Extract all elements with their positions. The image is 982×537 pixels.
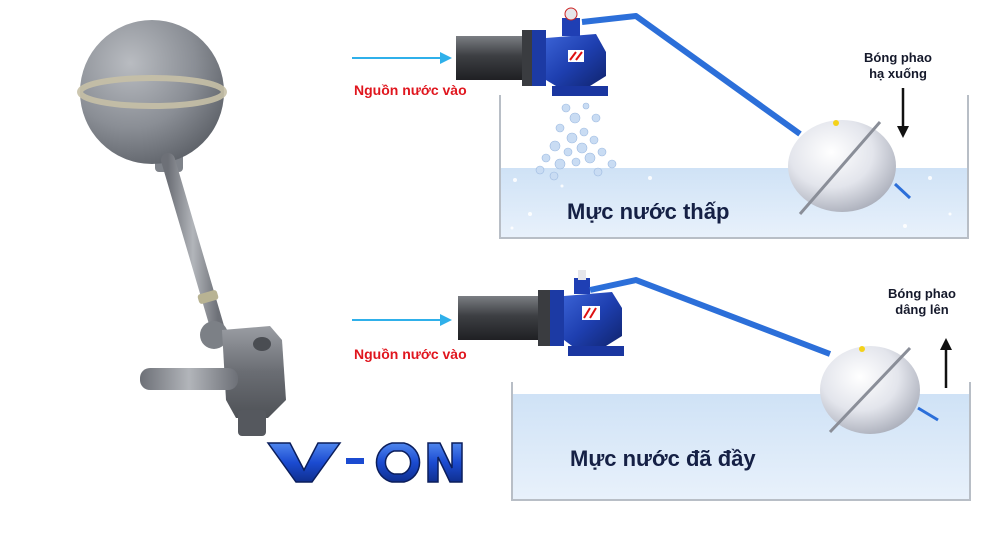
down-arrow-icon [897, 126, 909, 138]
supply-pipe [458, 296, 538, 340]
logo-letter-o [375, 442, 421, 483]
tank-top [499, 95, 969, 239]
top-inlet-label: Nguồn nước vào [354, 82, 467, 98]
valve-body [222, 326, 286, 418]
brand-logo [266, 442, 463, 483]
product-float-valve [77, 20, 286, 436]
valve-outlet-flange [552, 86, 608, 96]
valve-cap [578, 270, 586, 280]
bottom-float-label-line2: dâng lên [895, 302, 949, 317]
pipe-flange [522, 30, 532, 86]
valve-flange-inlet [550, 290, 564, 346]
float-ball [80, 20, 224, 164]
tank-bottom [511, 382, 971, 501]
valve-flange-inlet [532, 30, 546, 86]
float-rod [161, 153, 225, 337]
water-splash [535, 102, 617, 181]
inlet-pipe [140, 368, 238, 390]
bottom-float-label: Bóng phao dâng lên [872, 286, 972, 318]
logo-letter-n [427, 442, 463, 483]
top-level-label: Mực nước thấp [567, 199, 730, 224]
top-float-label-line1: Bóng phao [864, 50, 932, 65]
ball-marker [833, 120, 839, 126]
valve-outlet-flange [568, 346, 624, 356]
inlet-arrow-head [440, 314, 452, 326]
pipe-flange [538, 290, 550, 346]
pivot-joint [200, 321, 228, 349]
valve-port [253, 337, 271, 351]
panel-bottom [352, 270, 971, 501]
ball-tip [917, 406, 939, 422]
valve-bonnet [574, 278, 590, 294]
ball-marker [859, 346, 865, 352]
valve-bonnet [562, 18, 580, 36]
bubbles [510, 176, 952, 230]
up-arrow-icon [940, 338, 952, 350]
brand-plate [568, 50, 584, 62]
lever-arm [581, 13, 802, 137]
logo-letter-v [266, 442, 342, 483]
ball-seam [77, 75, 227, 109]
ball-rod [798, 121, 882, 215]
top-float-label: Bóng phao hạ xuống [848, 50, 948, 82]
ball-tip [893, 182, 912, 200]
ball-rod [828, 346, 912, 434]
panel-top [352, 7, 969, 239]
bottom-float-label-line1: Bóng phao [888, 286, 956, 301]
top-float-label-line2: hạ xuống [869, 66, 927, 81]
inlet-arrow-head [440, 52, 452, 64]
bottom-inlet-label: Nguồn nước vào [354, 346, 467, 362]
brand-mark-icon [583, 307, 597, 319]
logo-dash [346, 458, 364, 464]
brand-mark-icon [569, 51, 583, 61]
rod-collar [197, 290, 219, 304]
supply-pipe [456, 36, 524, 80]
lever-arm [589, 277, 832, 357]
bottom-level-label: Mực nước đã đầy [570, 446, 756, 471]
valve-nozzle [238, 410, 266, 436]
pressure-gauge-icon [564, 7, 578, 21]
